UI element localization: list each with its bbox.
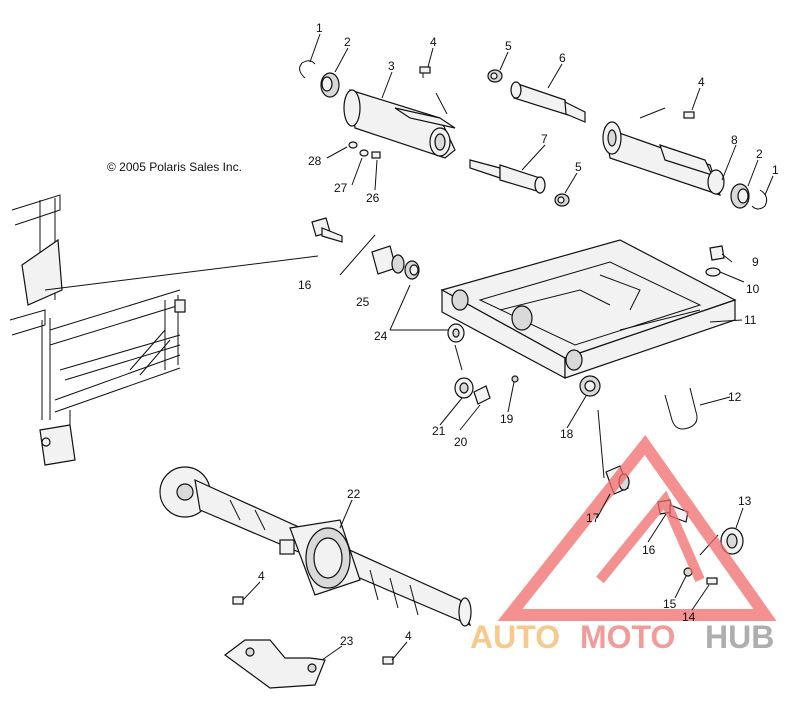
callout-23: 23 <box>340 634 354 648</box>
washer-10 <box>705 267 721 277</box>
callout-5a: 5 <box>505 39 512 53</box>
callout-4a: 4 <box>430 35 437 49</box>
nut-20 <box>473 385 491 405</box>
callout-28: 28 <box>308 154 322 168</box>
washer-21 <box>454 377 474 399</box>
bolt-4d <box>382 656 394 665</box>
bushing-2b <box>730 183 750 209</box>
swingarm-frame-11 <box>440 239 737 380</box>
bolt-4a <box>419 66 431 78</box>
callout-16a: 16 <box>298 278 312 292</box>
shaft-7 <box>469 159 546 194</box>
pivot-bolt-16a <box>311 217 343 243</box>
grease-fitting-19 <box>511 375 519 383</box>
callout-2a: 2 <box>344 35 351 49</box>
callout-1b: 1 <box>772 163 779 177</box>
callout-7: 7 <box>541 132 548 146</box>
washer-28 <box>348 141 358 149</box>
callout-4c: 4 <box>258 569 265 583</box>
copyright-text: © 2005 Polaris Sales Inc. <box>107 160 242 174</box>
u-bolt-12 <box>664 387 698 430</box>
bushing-5b <box>554 193 570 207</box>
callout-6: 6 <box>559 51 566 65</box>
washer-24b <box>447 323 465 343</box>
bushing-18 <box>579 375 601 397</box>
rear-axle-22 <box>159 466 472 627</box>
watermark-logo <box>497 434 777 621</box>
callout-13: 13 <box>738 494 752 508</box>
callout-15: 15 <box>663 597 677 611</box>
skid-plate-23 <box>223 639 326 689</box>
callout-11: 11 <box>744 313 757 327</box>
callout-4b: 4 <box>698 75 705 89</box>
snap-ring-1a <box>299 60 316 79</box>
callout-18: 18 <box>560 427 574 441</box>
watermark-moto: MOTO <box>580 619 675 655</box>
washer-27 <box>359 149 369 157</box>
callout-9: 9 <box>752 255 759 269</box>
callout-20: 20 <box>454 435 468 449</box>
watermark-hub: HUB <box>705 619 774 655</box>
vehicle-frame-section <box>9 194 186 466</box>
bolt-14 <box>706 577 718 585</box>
bushing-24a <box>404 260 420 280</box>
bushing-2a <box>320 72 340 98</box>
bushing-25 <box>371 245 405 275</box>
callout-16b: 16 <box>642 543 656 557</box>
screw-26 <box>371 151 381 159</box>
callout-17: 17 <box>586 511 600 525</box>
nut-9 <box>709 245 725 261</box>
pivot-tube-8 <box>602 121 725 196</box>
watermark-auto: AUTO <box>470 619 560 655</box>
callout-1a: 1 <box>316 21 323 35</box>
bolt-4b <box>683 111 695 119</box>
callout-5b: 5 <box>575 160 582 174</box>
callout-27: 27 <box>334 181 348 195</box>
callout-22: 22 <box>347 487 361 501</box>
callout-10: 10 <box>746 282 760 296</box>
callout-3: 3 <box>388 59 395 73</box>
watermark-text: AUTO MOTO HUB <box>470 619 774 655</box>
callout-21: 21 <box>432 424 446 438</box>
callout-4d: 4 <box>405 629 412 643</box>
callout-26: 26 <box>366 191 380 205</box>
cap-13 <box>720 527 744 555</box>
callout-25: 25 <box>356 295 370 309</box>
callout-24: 24 <box>374 329 388 343</box>
callout-8: 8 <box>731 133 738 147</box>
snap-ring-1b <box>751 189 768 210</box>
callout-2b: 2 <box>756 147 763 161</box>
pivot-tube-3 <box>343 89 456 159</box>
callout-12: 12 <box>728 390 742 404</box>
bushing-5a <box>487 69 503 83</box>
callout-19: 19 <box>500 412 514 426</box>
callout-14: 14 <box>682 610 696 624</box>
shaft-6 <box>510 81 586 123</box>
bolt-4c <box>232 596 244 605</box>
